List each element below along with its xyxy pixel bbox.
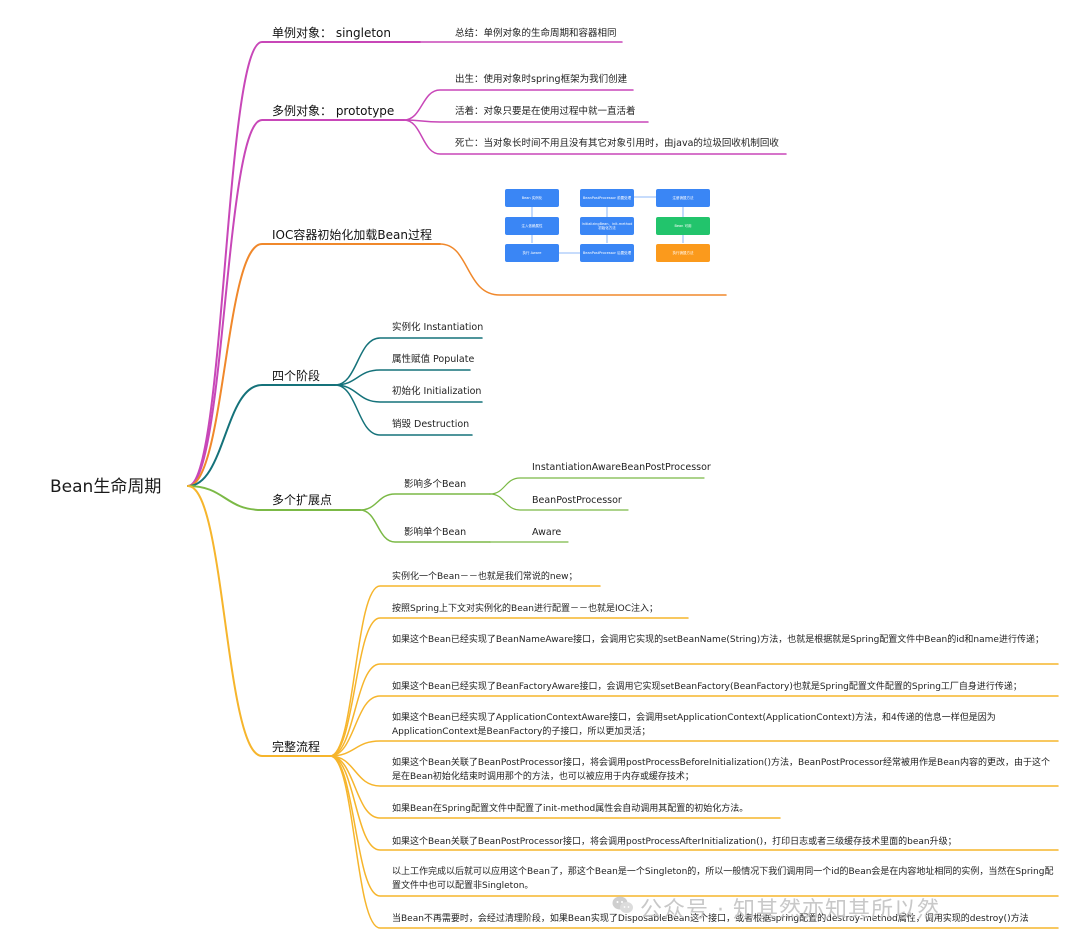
edge-flow-step-10: [329, 755, 1059, 929]
flow-step-3: 如果这个Bean已经实现了BeanNameAware接口，会调用它实现的setB…: [392, 635, 1044, 645]
flow-step-1: 实例化一个Bean－－也就是我们常说的new；: [392, 572, 578, 582]
wechat-icon: [612, 896, 633, 913]
flow-box-bpp-before: BeanPostProcessor 前置处理: [580, 189, 634, 207]
edge-stage-1: [334, 369, 471, 386]
branch-extensions: 多个扩展点: [272, 493, 333, 507]
root-node: Bean生命周期: [50, 477, 162, 497]
edge-stage-0: [334, 337, 483, 386]
edge-ext-multi: [359, 493, 491, 511]
edge-root-ioc: [187, 243, 441, 487]
edge-prototype-child-0: [403, 89, 634, 121]
stage-populate: 属性赋值 Populate: [392, 354, 475, 365]
flowchart-arrows: [531, 196, 684, 254]
edge-flow-step-6: [329, 755, 1059, 787]
ioc-flowchart: Bean 实例化 BeanPostProcessor 前置处理 注册销毁方法 注…: [500, 186, 720, 266]
flow-box-bpp-after: BeanPostProcessor 后置处理: [580, 244, 634, 262]
edge-ioc-image: [439, 243, 727, 296]
flow-step-9: 以上工作完成以后就可以应用这个Bean了，那这个Bean是一个Singleton…: [392, 867, 1054, 891]
edge-root-prototype: [187, 119, 405, 487]
ext-aware: Aware: [532, 527, 562, 538]
ext-bean-post-processor: BeanPostProcessor: [532, 495, 622, 506]
edge-prototype-child-2: [403, 119, 787, 155]
stage-destruction: 销毁 Destruction: [392, 419, 470, 430]
flow-step-5: 如果这个Bean已经实现了ApplicationContextAware接口，会…: [392, 713, 996, 737]
flow-box-populate: 注入依赖属性: [505, 217, 559, 235]
flow-step-4: 如果这个Bean已经实现了BeanFactoryAware接口，会调用它实现se…: [392, 682, 1022, 692]
flow-step-8: 如果这个Bean关联了BeanPostProcessor接口，将会调用postP…: [392, 837, 957, 847]
flow-step-6: 如果这个Bean关联了BeanPostProcessor接口，将会调用postP…: [392, 758, 1050, 782]
branch-prototype: 多例对象： prototype: [272, 104, 395, 118]
prototype-alive: 活着：对象只要是在使用过程中就一直活着: [455, 106, 636, 117]
flow-step-10: 当Bean不再需要时，会经过清理阶段，如果Bean实现了DisposableBe…: [392, 914, 1029, 924]
flow-box-destroy: 执行销毁方法: [656, 244, 710, 262]
flow-box-instantiate: Bean 实例化: [505, 189, 559, 207]
flow-box-register-destroy: 注册销毁方法: [656, 189, 710, 207]
flow-step-2: 按照Spring上下文对实例化的Bean进行配置－－也就是IOC注入；: [392, 604, 658, 614]
edge-root-stages: [187, 384, 336, 487]
stage-instantiation: 实例化 Instantiation: [392, 322, 484, 333]
flow-box-ready: Bean 可用: [656, 217, 710, 235]
ext-multi-bean: 影响多个Bean: [404, 479, 467, 490]
edge-root-extensions: [187, 485, 361, 511]
flow-step-7: 如果Bean在Spring配置文件中配置了init-method属性会自动调用其…: [392, 804, 749, 814]
edge-stage-2: [334, 384, 483, 403]
edge-stage-3: [334, 384, 473, 436]
watermark: 公众号 · 知其然亦知其所以然: [640, 898, 940, 923]
singleton-summary: 总结：单例对象的生命周期和容器相同: [455, 28, 617, 39]
edge-ext-bpp: [489, 493, 629, 511]
flow-box-aware: 执行 Aware: [505, 244, 559, 262]
prototype-death: 死亡：当对象长时间不用且没有其它对象引用时，由java的垃圾回收机制回收: [455, 138, 779, 149]
edge-root-flow: [187, 485, 331, 757]
edge-flow-step-5: [329, 740, 1059, 757]
edge-prototype-child-1: [403, 119, 649, 123]
flow-box-init: InitializingBean、init-method 初始化方法: [580, 217, 634, 235]
edge-flow-step-2: [329, 617, 689, 757]
edge-flow-step-4: [329, 695, 1059, 757]
branch-flow: 完整流程: [272, 740, 321, 754]
edge-ext-single: [359, 509, 491, 543]
ext-instantiation-aware-bpp: InstantiationAwareBeanPostProcessor: [532, 462, 711, 473]
edge-root-singleton: [187, 41, 421, 487]
branch-ioc: IOC容器初始化加载Bean过程: [272, 228, 432, 242]
edge-flow-step-8: [329, 755, 1059, 851]
branch-singleton: 单例对象： singleton: [272, 26, 391, 40]
edge-ext-iabpp: [489, 477, 705, 495]
branch-stages: 四个阶段: [272, 369, 321, 383]
stage-initialization: 初始化 Initialization: [392, 386, 482, 397]
ext-single-bean: 影响单个Bean: [404, 527, 467, 538]
edge-flow-step-3: [329, 663, 1059, 757]
prototype-birth: 出生：使用对象时spring框架为我们创建: [455, 74, 628, 85]
